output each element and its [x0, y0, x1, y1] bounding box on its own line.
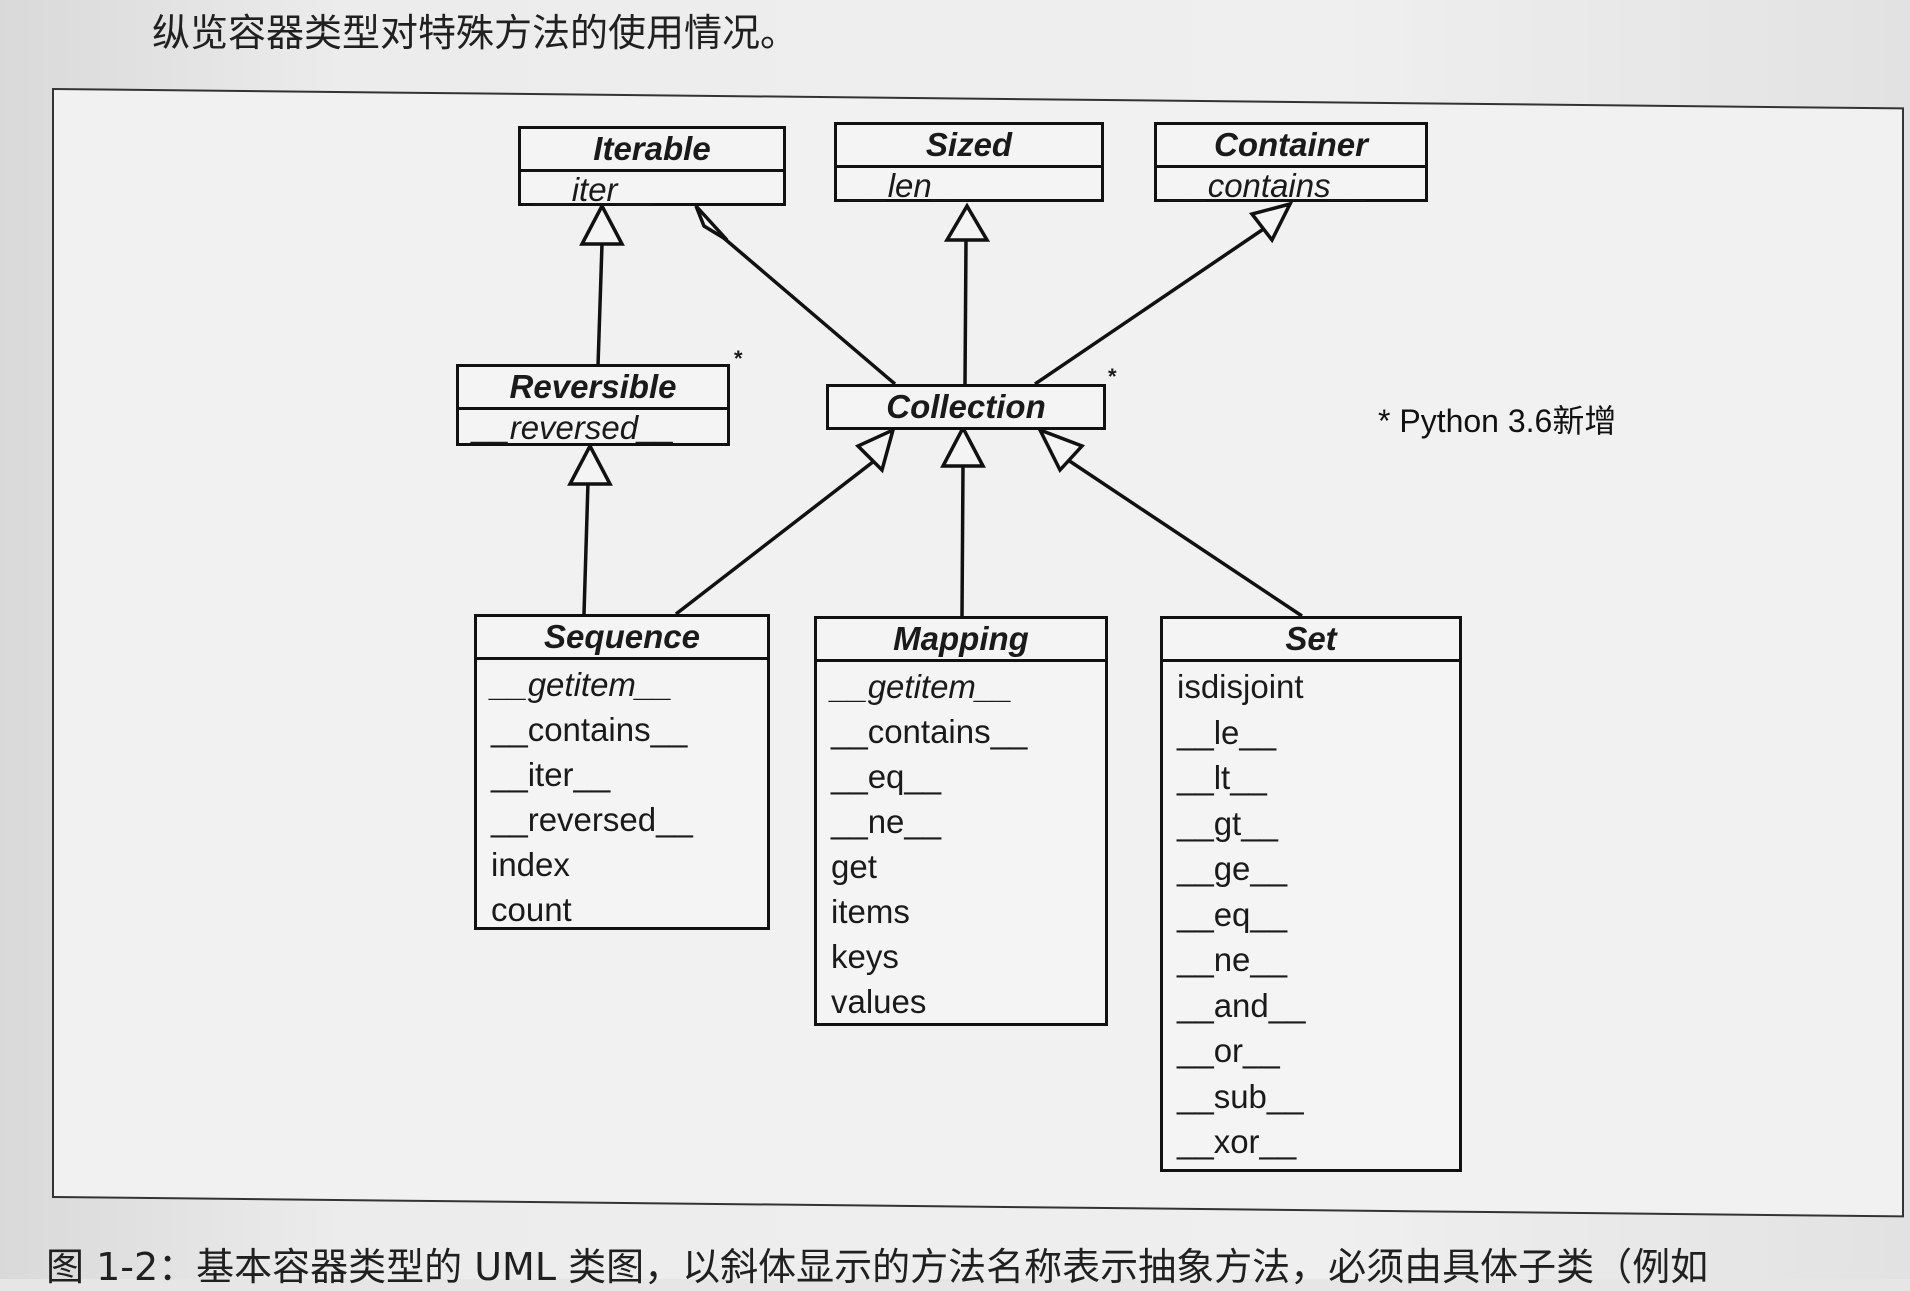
method-iter: __iter__	[535, 171, 655, 208]
method-gt: __gt__	[1177, 804, 1278, 842]
class-collection: Collection	[826, 384, 1106, 430]
method-reversed: __reversed__	[473, 409, 675, 446]
class-set: Set isdisjoint __le__ __lt__ __gt__ __ge…	[1160, 616, 1462, 1172]
method-getitem: __getitem__	[491, 666, 673, 703]
class-set-name: Set	[1163, 619, 1459, 662]
method-and: __and__	[1177, 986, 1306, 1024]
method-le: __le__	[1177, 713, 1277, 751]
arrowhead-collection-to-container	[1249, 201, 1294, 244]
class-reversible: Reversible __reversed__	[456, 364, 730, 446]
method-reversed: __reversed__	[491, 801, 693, 838]
method-lt: __lt__	[1177, 759, 1267, 796]
arrowhead-mapping-to-collection	[940, 424, 986, 468]
method-ge: __ge__	[1177, 850, 1288, 887]
method-ne: __ne__	[831, 803, 942, 840]
method-eq: __eq__	[831, 758, 942, 795]
arrowhead-set-to-collection	[1036, 426, 1086, 474]
class-sized: Sized __len__	[834, 122, 1104, 204]
class-mapping-name: Mapping	[817, 619, 1105, 662]
method-contains: __contains__	[491, 711, 688, 748]
method-count: count	[491, 891, 572, 928]
method-or: __or__	[1177, 1032, 1280, 1069]
class-mapping: Mapping __getitem__ __contains__ __eq__ …	[814, 616, 1108, 1026]
class-sequence-name: Sequence	[477, 617, 767, 660]
class-iterable-name: Iterable	[521, 129, 783, 172]
arrowhead-sequence-to-collection	[854, 426, 896, 474]
method-contains: __contains__	[1171, 167, 1368, 204]
method-iter: __iter__	[491, 756, 611, 793]
class-sized-name: Sized	[837, 125, 1101, 168]
method-xor: __xor__	[1177, 1123, 1297, 1160]
method-contains: __contains__	[831, 713, 1028, 750]
method-items: items	[831, 893, 910, 930]
arrowhead-sequence-to-reversible	[567, 442, 613, 486]
class-sequence: Sequence __getitem__ __contains__ __iter…	[474, 614, 770, 930]
figure-caption: 图 1-2：基本容器类型的 UML 类图，以斜体显示的方法名称表示抽象方法，必须…	[46, 1245, 1709, 1289]
class-container: Container __contains__	[1154, 122, 1428, 204]
top-caption: 纵览容器类型对特殊方法的使用情况。	[152, 11, 799, 55]
method-values: values	[831, 983, 927, 1020]
class-reversible-name: Reversible	[459, 367, 727, 410]
arrowhead-collection-to-iterable	[694, 204, 729, 242]
method-keys: keys	[831, 938, 899, 975]
method-getitem: __getitem__	[831, 668, 1013, 705]
method-eq: __eq__	[1177, 895, 1288, 933]
method-sub: __sub__	[1177, 1077, 1304, 1115]
method-isdisjoint: isdisjoint	[1177, 668, 1304, 705]
class-container-name: Container	[1157, 125, 1425, 168]
class-collection-name: Collection	[886, 388, 1046, 425]
method-ne: __ne__	[1177, 941, 1288, 978]
method-get: get	[831, 848, 877, 885]
new-in-3-6-marker: *	[734, 346, 743, 371]
new-in-3-6-marker: *	[1108, 364, 1117, 389]
arrowhead-collection-to-sized	[943, 202, 991, 242]
class-iterable: Iterable __iter__	[518, 126, 786, 208]
method-len: __len__	[851, 167, 969, 204]
method-index: index	[491, 846, 570, 883]
arrowhead-reversible-to-iterable	[579, 202, 625, 246]
version-note: * Python 3.6新增	[1378, 403, 1617, 439]
